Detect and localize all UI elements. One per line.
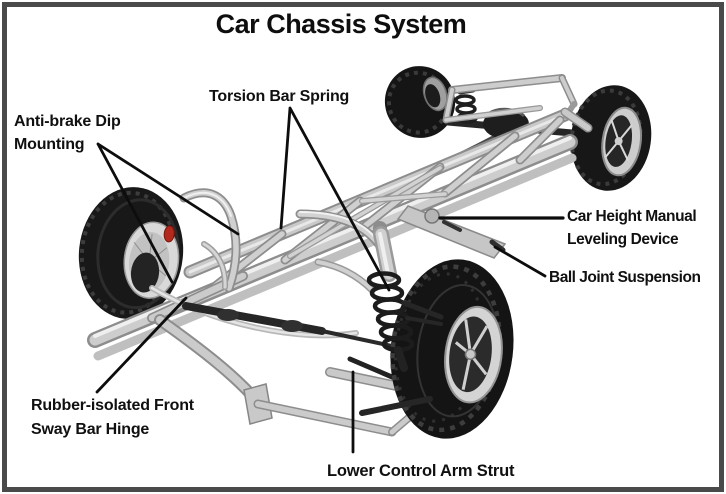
front-right-tire bbox=[390, 259, 514, 439]
label-car-height-manual-leveling-device: Car Height Manual Leveling Device bbox=[567, 208, 697, 248]
label-ball-joint-suspension: Ball Joint Suspension bbox=[549, 269, 701, 286]
callout-torsion-bar-spring bbox=[279, 106, 391, 292]
leveling-device bbox=[424, 208, 440, 224]
callout-lines bbox=[95, 106, 565, 454]
label-rubber-isolated-front-sway-bar-hinge: Rubber-isolated Front Sway Bar Hinge bbox=[31, 397, 194, 438]
callout-ball-joint-suspension bbox=[493, 245, 547, 278]
label-torsion-bar-spring: Torsion Bar Spring bbox=[209, 88, 350, 105]
rear-right-tire bbox=[569, 85, 652, 191]
callout-anti-brake-dip-mounting bbox=[96, 142, 240, 284]
rear-left-tire bbox=[384, 66, 456, 138]
label-anti-brake-dip-mounting: Anti-brake Dip Mounting bbox=[14, 113, 121, 153]
brake-caliper bbox=[163, 225, 175, 243]
page-title: Car Chassis System bbox=[215, 9, 467, 39]
front-left-tire bbox=[78, 187, 184, 319]
label-lower-control-arm-strut: Lower Control Arm Strut bbox=[327, 462, 515, 480]
ball-joint bbox=[489, 239, 506, 253]
callout-rubber-isolated-front-sway-bar-hinge bbox=[95, 296, 188, 394]
front-suspension bbox=[147, 188, 436, 437]
rear-frame-box bbox=[442, 74, 593, 165]
